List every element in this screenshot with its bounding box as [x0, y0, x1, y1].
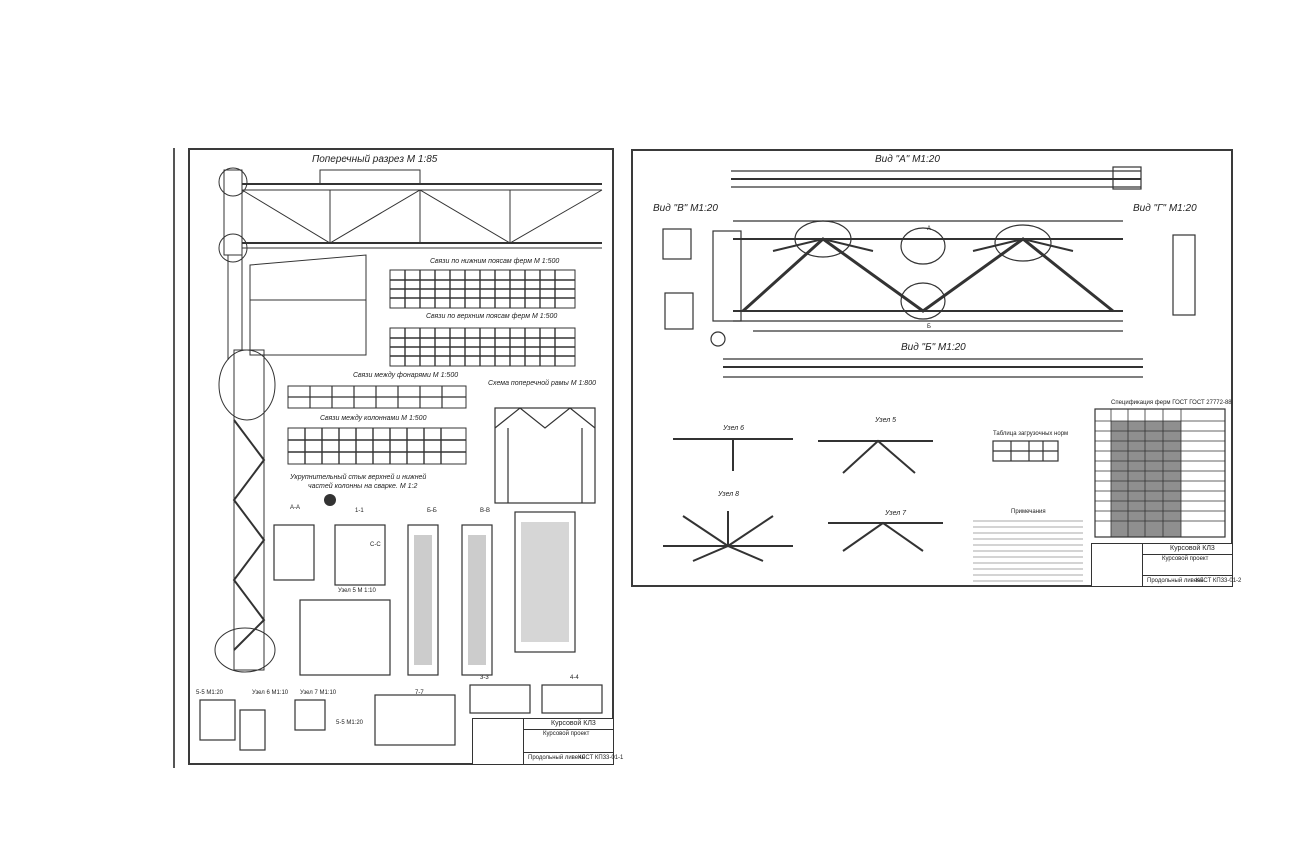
plan-columns-title: Связи между колоннами М 1:500 [320, 415, 427, 422]
left-sheet-graphics [199, 167, 603, 751]
wall-view-title: Схема поперечной рамы М 1:800 [488, 380, 596, 387]
left-title-block: Курсовой КЛ3 Курсовой проект Продольный … [472, 718, 623, 765]
frame-scheme [494, 407, 596, 504]
plan-grid-top-chords [390, 328, 575, 366]
plan-top-chords-title: Связи по верхним поясам ферм М 1:500 [426, 313, 558, 320]
crane-caption-line1: Укрупнительный стык верхней и нижней [290, 474, 427, 481]
detail-label-3-3: 3-3 [480, 675, 489, 681]
detail-sections [199, 511, 603, 751]
node-5-label: Узел 5 [875, 417, 897, 424]
node-7-label: Узел 7 [885, 510, 907, 517]
left-drawing-sheet: Поперечный разрез М 1:85 Связи по нижним… [188, 148, 623, 765]
plan-grid-columns [288, 428, 466, 464]
view-v-title: Вид "В" М1:20 [653, 203, 718, 214]
detail-label-5-5: 5-5 М1:20 [196, 690, 224, 696]
detail-label-b: Б-Б [427, 508, 437, 514]
stamp-org: Курсовой КЛ3 [551, 720, 596, 727]
stamp-sheet-name: Продольный ливень [1147, 578, 1204, 584]
column-upper [223, 169, 243, 256]
truss-node-ellipse-2 [900, 227, 946, 265]
stamp-code: КЛСТ КП33-01-2 [1196, 578, 1242, 584]
detail-label-node6: Узел 6 М1:10 [252, 690, 289, 696]
plan-grid-lanterns [288, 386, 466, 408]
stamp-code: КЛСТ КП33-01-1 [578, 755, 624, 761]
crane-caption-line2: частей колонны на сварке. М 1:2 [308, 483, 418, 490]
stamp-org: Курсовой КЛ3 [1170, 545, 1215, 552]
truss-node-ellipse-3 [900, 282, 946, 320]
detail-label-v: В-В [480, 508, 491, 514]
detail-fills [324, 494, 569, 665]
detail-label-1: 1-1 [355, 508, 364, 514]
stamp-subtitle: Курсовой проект [543, 731, 590, 737]
detail-label-node7: Узел 7 М1:10 [300, 690, 337, 696]
view-b-title: Вид "Б" М1:20 [901, 342, 966, 353]
notes-title: Примечания [1011, 509, 1046, 515]
notes-lines [973, 520, 1083, 582]
detail-label-4-4: 4-4 [570, 675, 579, 681]
plan-grid-bottom-chords [390, 270, 575, 308]
column-joint-ellipse [218, 349, 276, 421]
view-a-title: Вид "А" М1:20 [875, 154, 940, 165]
plan-lantern-title: Связи между фонарями М 1:500 [353, 372, 459, 379]
right-title-block: Курсовой КЛ3 Курсовой проект Продольный … [1091, 543, 1241, 587]
truss-node-ellipse-4 [994, 224, 1052, 262]
node-8-label: Узел 8 [718, 491, 740, 498]
loads-table-title: Таблица загрузочных норм [993, 431, 1069, 437]
right-sheet-graphics [662, 166, 1226, 582]
detail-label-5-5b: 5-5 М1:20 [336, 720, 364, 726]
node-6-label: Узел 6 [723, 425, 745, 432]
spec-table-title: Спецификация ферм ГОСТ ГОСТ 27772-88 [1111, 400, 1232, 406]
cross-section-title: Поперечный разрез М 1:85 [312, 154, 438, 165]
detail-label-c: С-С [370, 542, 381, 548]
column-node-circle-top [218, 167, 248, 197]
spec-table-fill [1111, 421, 1181, 537]
view-g-title: Вид "Г" М1:20 [1133, 203, 1197, 214]
detail-label-node5: Узел 5 М 1:10 [338, 588, 376, 594]
left-margin-rule [173, 148, 175, 768]
truss-node-ellipse-1 [794, 220, 852, 258]
plan-bottom-chords-title: Связи по нижним поясам ферм М 1:500 [430, 258, 560, 265]
stamp-sheet-name: Продольный ливень [528, 755, 585, 761]
right-drawing-sheet: Вид "А" М1:20 Вид "В" М1:20 Вид "Г" М1:2… [631, 149, 1241, 587]
column-lower [233, 349, 265, 671]
column-base-ellipse [214, 627, 276, 673]
detail-label-a: А-А [290, 505, 301, 511]
section-mark-b: Б [927, 324, 931, 330]
stamp-subtitle: Курсовой проект [1162, 556, 1209, 562]
section-mark-a: А [927, 226, 932, 232]
detail-label-7-7: 7-7 [415, 690, 424, 696]
